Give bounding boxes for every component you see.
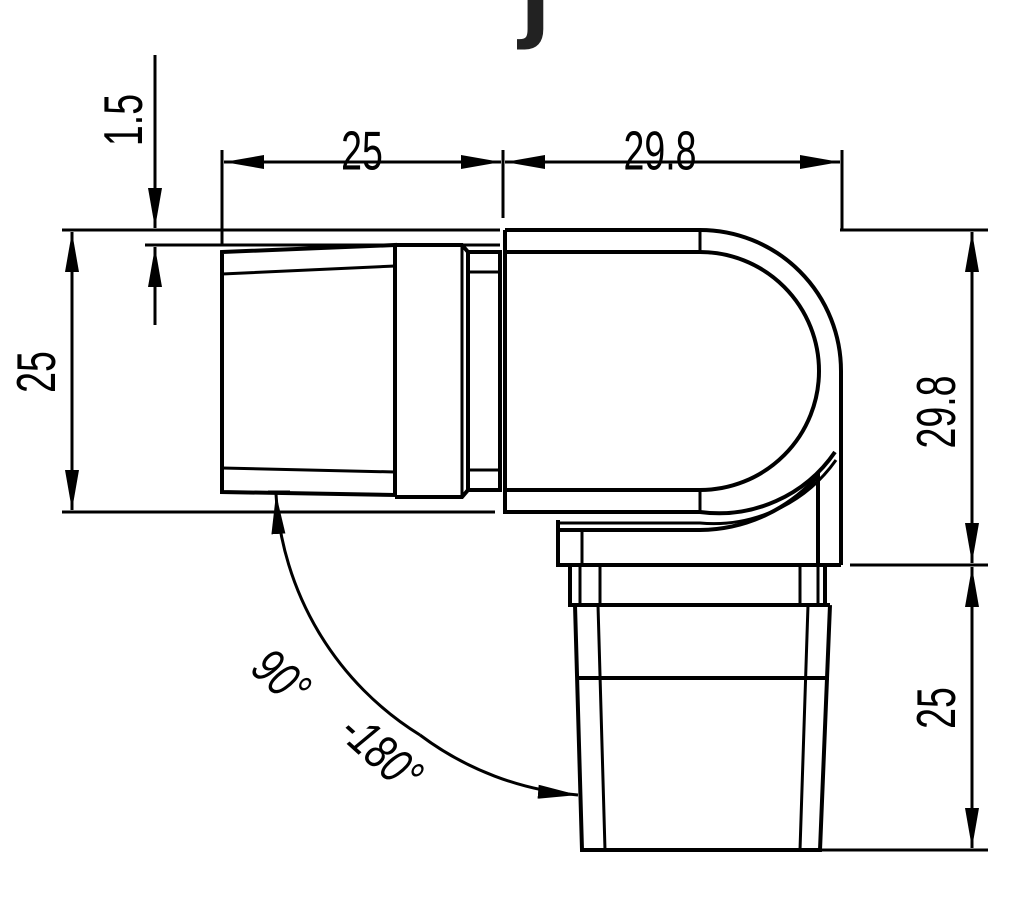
- dim-elbow-width: 29.8: [624, 119, 697, 181]
- dimension-top: 25 29.8: [220, 119, 844, 245]
- dim-elbow-height: 29.8: [905, 376, 967, 449]
- dim-left-length: 25: [341, 119, 383, 181]
- angle-indicator: 90° -180°: [241, 490, 579, 804]
- bottom-sleeve: [568, 565, 832, 852]
- angle-min-label: 90°: [241, 638, 320, 717]
- angle-max-label: -180°: [329, 702, 433, 803]
- left-sleeve: [220, 242, 502, 499]
- dim-left-height: 25: [5, 351, 67, 393]
- dimension-right: 29.8 25: [820, 228, 988, 852]
- dim-wall-thickness: 1.5: [92, 94, 154, 146]
- elbow-body: [503, 228, 843, 567]
- dim-bottom-length: 25: [905, 687, 967, 729]
- dimension-wall: 1.5: [62, 55, 500, 325]
- title-fragment: j: [517, 0, 551, 52]
